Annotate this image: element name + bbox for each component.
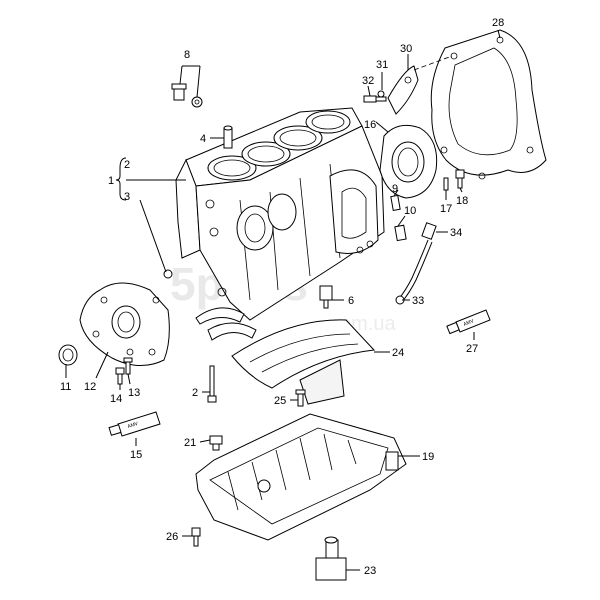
part-34-dipstick-handle [421, 222, 437, 240]
callout-25: 25 [274, 395, 286, 407]
tube-label-15: AMV [127, 421, 140, 430]
part-8-plug [171, 83, 203, 108]
bearing-shells [195, 287, 257, 341]
callout-14: 14 [110, 393, 122, 405]
part-4-stud [223, 125, 233, 149]
callout-26: 26 [166, 531, 178, 543]
part-18-bolt [455, 169, 465, 189]
callout-3: 3 [124, 191, 130, 203]
tube-label-27: AMV [463, 318, 476, 328]
callout-21: 21 [184, 437, 196, 449]
part-21-drain-plug [209, 435, 223, 451]
callout-11: 11 [60, 381, 71, 393]
callout-27: 27 [466, 343, 478, 355]
part-12-front-cover [79, 282, 170, 366]
cylinder-block [175, 107, 385, 321]
callout-9: 9 [392, 183, 398, 195]
callout-19: 19 [422, 451, 434, 463]
part-10-pin [394, 224, 407, 242]
callout-23: 23 [364, 565, 376, 577]
part-26-bolt [191, 527, 201, 547]
callout-4: 4 [200, 133, 206, 145]
callout-24: 24 [392, 347, 404, 359]
part-23-sensor [315, 536, 347, 581]
part-30-cover [387, 65, 419, 115]
part-24-baffle [231, 319, 376, 405]
part-19-oil-pan [195, 413, 407, 541]
callout-31: 31 [376, 59, 388, 71]
callout-28: 28 [492, 17, 504, 29]
callout-30: 30 [400, 43, 412, 55]
callout-17: 17 [440, 203, 452, 215]
callout-2-upper: 2 [124, 159, 130, 171]
part-11-seal [58, 344, 78, 366]
part-27-sealant-tube: AMV [446, 309, 491, 335]
part-16-seal-flange [379, 124, 438, 199]
callout-6: 6 [348, 295, 354, 307]
callout-15: 15 [130, 449, 142, 461]
part-15-sealant-tube: AMV [108, 411, 161, 437]
callout-33: 33 [412, 295, 424, 307]
callout-numbers: 1 2 3 2 4 6 8 9 10 11 12 13 14 15 16 17 … [60, 17, 504, 577]
part-13-bolt [123, 357, 133, 375]
callout-2-lower: 2 [192, 387, 198, 399]
callout-8: 8 [184, 49, 190, 61]
part-31-washer [377, 90, 385, 98]
callout-18: 18 [456, 195, 468, 207]
callout-12: 12 [84, 381, 96, 393]
part-32-bolt [363, 95, 387, 103]
part-9-pin [390, 194, 401, 211]
leader-lines [65, 29, 501, 571]
callout-34: 34 [450, 227, 462, 239]
part-17-screw [443, 177, 449, 191]
part-25-bolt [295, 389, 306, 407]
callout-16: 16 [364, 119, 376, 131]
part-28-gasket [430, 29, 547, 180]
part-2-bolt [207, 365, 217, 403]
callout-13: 13 [128, 387, 140, 399]
callout-10: 10 [404, 205, 416, 217]
part-14-bolt [115, 367, 125, 385]
callout-32: 32 [362, 75, 374, 87]
callout-1: 1 [108, 175, 114, 187]
part-6-sensor [319, 285, 333, 309]
